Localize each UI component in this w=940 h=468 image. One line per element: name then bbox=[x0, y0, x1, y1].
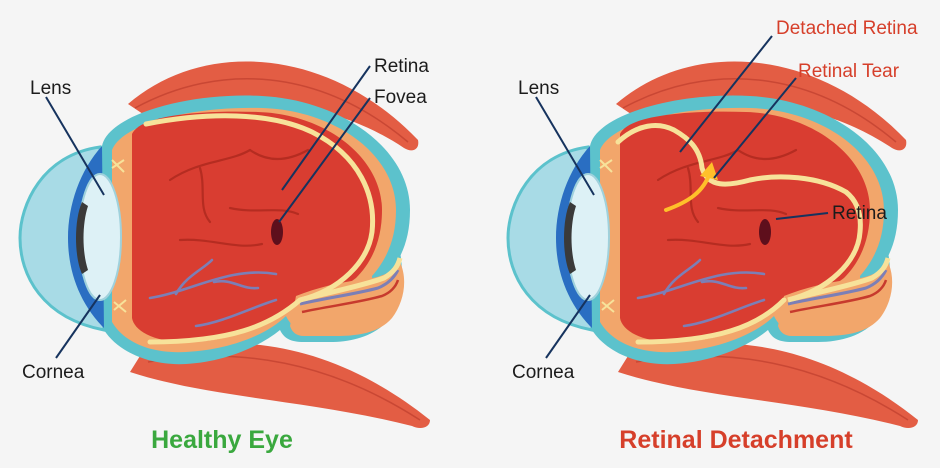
retina-label: Retina bbox=[374, 56, 429, 77]
cornea-leader-line bbox=[55, 294, 101, 359]
healthy-eye-caption: Healthy Eye bbox=[151, 426, 293, 454]
healthy-eye-illustration bbox=[18, 59, 432, 430]
retinal-tear-leader-line bbox=[713, 77, 797, 179]
retinal-detachment-caption: Retinal Detachment bbox=[619, 426, 853, 454]
fovea-label: Fovea bbox=[374, 87, 427, 108]
detached-retina-leader-line bbox=[679, 35, 773, 153]
detached-retina-label: Detached Retina bbox=[776, 18, 918, 39]
detached-eye-retina-label: Retina bbox=[832, 203, 887, 224]
lens-label: Lens bbox=[30, 78, 71, 99]
detached-lens-label: Lens bbox=[518, 78, 559, 99]
fovea-spot bbox=[271, 219, 283, 245]
fovea-leader-line bbox=[278, 97, 371, 223]
retina-leader-line bbox=[281, 65, 371, 191]
detached-eye-illustration bbox=[506, 59, 920, 430]
cornea-label: Cornea bbox=[22, 362, 85, 383]
detached-cornea-label: Cornea bbox=[512, 362, 575, 383]
detached-cornea-leader-line bbox=[545, 294, 591, 359]
retina-attached-leader-line bbox=[775, 212, 829, 220]
detached-lens-leader-line bbox=[535, 96, 595, 196]
lens-leader-line bbox=[45, 96, 105, 196]
retinal-tear-label: Retinal Tear bbox=[798, 61, 900, 82]
detached-fovea-spot bbox=[759, 219, 771, 245]
